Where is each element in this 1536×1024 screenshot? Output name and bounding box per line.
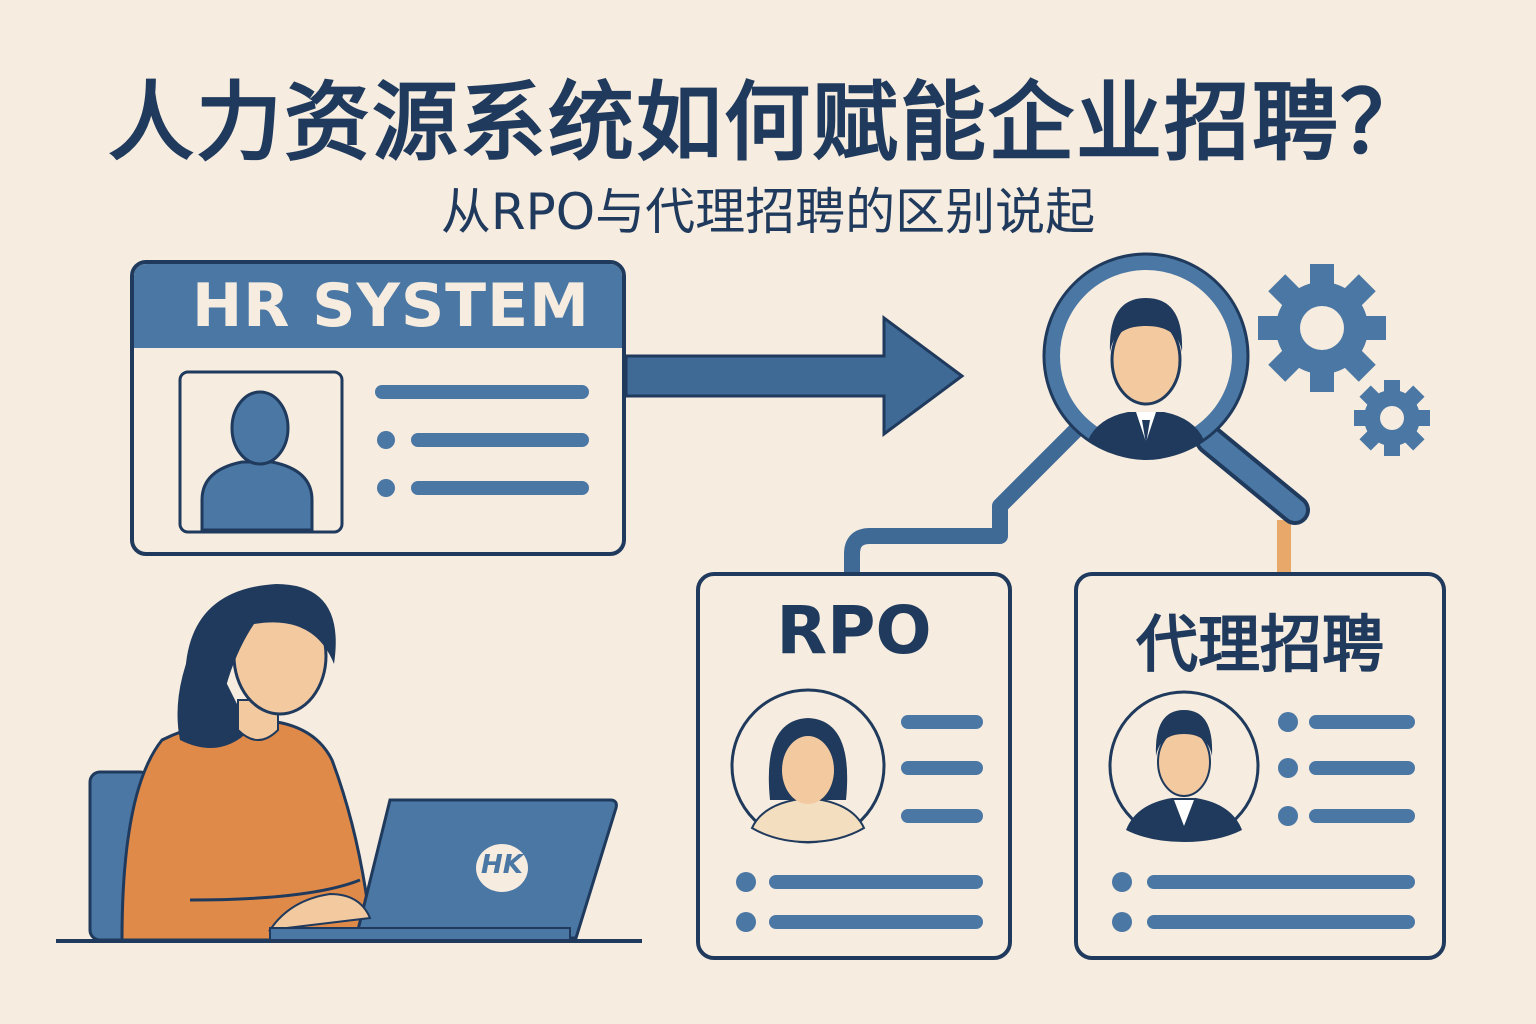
arrow-icon bbox=[624, 315, 965, 437]
hr-system-title: HR SYSTEM bbox=[192, 271, 590, 341]
woman-at-laptop-illustration bbox=[56, 584, 642, 943]
hr-system-card bbox=[130, 260, 626, 556]
person-avatar-icon bbox=[200, 390, 314, 532]
page-subtitle: 从RPO与代理招聘的区别说起 bbox=[440, 183, 1096, 241]
agency-recruitment-card bbox=[1074, 572, 1446, 960]
rpo-card bbox=[696, 572, 1012, 960]
rpo-title: RPO bbox=[776, 592, 932, 669]
page-title: 人力资源系统如何赋能企业招聘？ bbox=[108, 73, 1428, 173]
gear-icon bbox=[1258, 264, 1386, 392]
small-gear-icon bbox=[1354, 380, 1430, 456]
agency-recruitment-title: 代理招聘 bbox=[1135, 608, 1384, 681]
magnifier-icon bbox=[1042, 252, 1310, 525]
laptop-logo: HK bbox=[481, 850, 523, 880]
